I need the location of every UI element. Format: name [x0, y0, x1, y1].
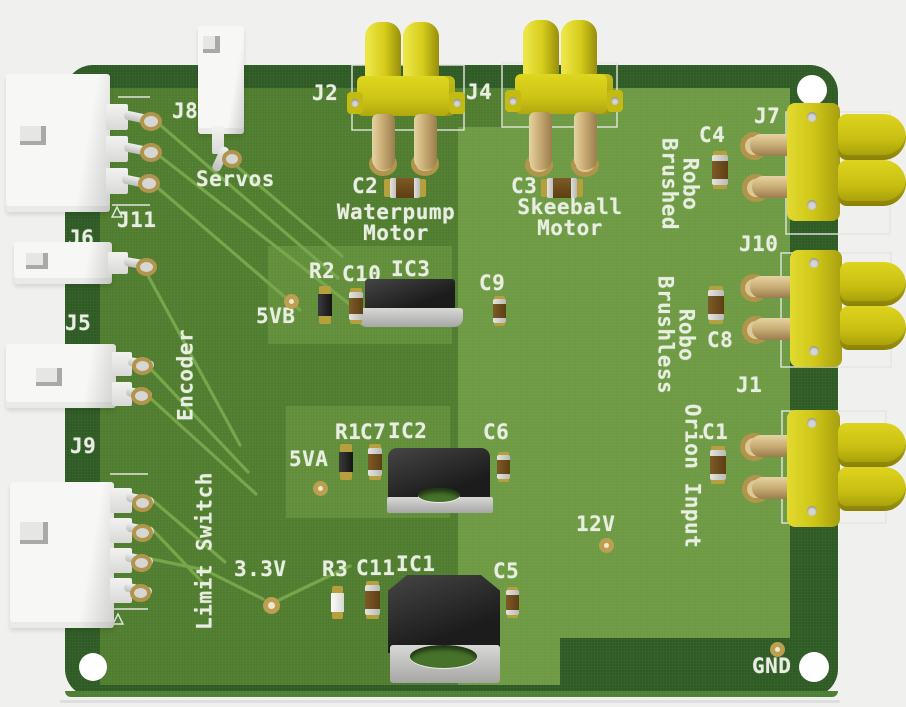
silk-j2: J2: [312, 81, 339, 105]
silk-skeeball-motor: Skeeball Motor: [517, 195, 623, 241]
connector-j6: [14, 240, 158, 288]
connector-j10-robo-brushless: [738, 248, 906, 374]
silk-12v: 12V: [576, 512, 616, 536]
connector-j1-orion-input: [738, 406, 906, 532]
silk-orion-input: Orion Input: [680, 403, 705, 549]
silk-c1: C1: [702, 420, 729, 444]
connector-j5: [6, 342, 158, 412]
silk-robo-brushed: Robo Brushed: [657, 137, 703, 231]
connector-j9-limit-switch: [10, 480, 162, 632]
ic-ic1: [385, 572, 503, 686]
capacitor-c7: [367, 444, 383, 480]
silk-c4: C4: [699, 123, 726, 147]
via-gnd: [770, 642, 785, 657]
capacitor-c1: [709, 446, 727, 484]
silk-c6: C6: [483, 420, 510, 444]
silk-r2: R2: [309, 259, 336, 283]
connector-j7-robo-brushed: [738, 100, 906, 226]
ic-ic3: [358, 278, 465, 332]
zone-dark-step: [560, 638, 790, 685]
capacitor-c6: [496, 452, 511, 482]
silk-c8: C8: [707, 328, 734, 352]
silk-encoder: Encoder: [173, 328, 198, 422]
connector-j4-skeeball: [505, 20, 625, 177]
silk-j5: J5: [65, 311, 92, 335]
via-3v3: [263, 597, 280, 614]
silk-j11: J11: [117, 208, 157, 232]
via-12v: [599, 538, 614, 553]
silk-gnd: GND: [752, 654, 792, 678]
silk-robo-brushless: Robo Brushless: [653, 275, 699, 395]
silk-j10: J10: [739, 232, 779, 256]
silk-j9: J9: [70, 434, 97, 458]
capacitor-c8: [707, 286, 725, 324]
resistor-r1: [338, 444, 354, 480]
silk-waterpump-motor: Waterpump Motor: [336, 200, 456, 246]
zone-right-light-step: [458, 127, 503, 640]
silk-3v3: 3.3V: [234, 557, 287, 581]
silk-c2: C2: [352, 174, 379, 198]
silk-r1: R1: [335, 420, 362, 444]
resistor-r2: [317, 286, 333, 324]
silk-c9: C9: [479, 271, 506, 295]
silk-servos: Servos: [196, 167, 275, 191]
silk-5vb: 5VB: [256, 304, 296, 328]
via-5vb: [284, 294, 299, 309]
silk-c11: C11: [356, 556, 396, 580]
silk-ic1: IC1: [396, 552, 436, 576]
capacitor-c3: [541, 176, 583, 200]
capacitor-c10: [348, 288, 364, 324]
capacitor-c2: [384, 176, 426, 200]
capacitor-c4: [711, 151, 729, 189]
capacitor-c11: [364, 581, 381, 619]
silk-c7: C7: [360, 420, 387, 444]
silk-j1: J1: [736, 373, 763, 397]
silk-c5: C5: [493, 559, 520, 583]
silk-j8: J8: [172, 99, 199, 123]
connector-j8-servos: [196, 26, 252, 173]
capacitor-c9: [492, 296, 507, 326]
silk-c3: C3: [511, 174, 538, 198]
mounting-hole-top-right: [797, 75, 827, 105]
silk-j7: J7: [754, 104, 781, 128]
resistor-r3: [330, 586, 345, 619]
silk-ic3: IC3: [391, 257, 431, 281]
connector-j11: [6, 74, 166, 216]
silk-r3: R3: [322, 557, 349, 581]
ic-ic2: [378, 440, 495, 516]
board-edge-highlight: [65, 691, 838, 697]
mounting-hole-bottom-left: [79, 653, 107, 681]
board-drop-shadow: [60, 700, 840, 703]
capacitor-c5: [505, 587, 520, 618]
silk-limit-switch: Limit Switch: [192, 472, 217, 630]
silk-5va: 5VA: [289, 447, 329, 471]
mounting-hole-bottom-right: [799, 652, 829, 682]
silk-ic2: IC2: [388, 419, 428, 443]
via-5va: [313, 481, 328, 496]
silk-j4: J4: [466, 80, 493, 104]
connector-j2-waterpump: [347, 22, 467, 176]
